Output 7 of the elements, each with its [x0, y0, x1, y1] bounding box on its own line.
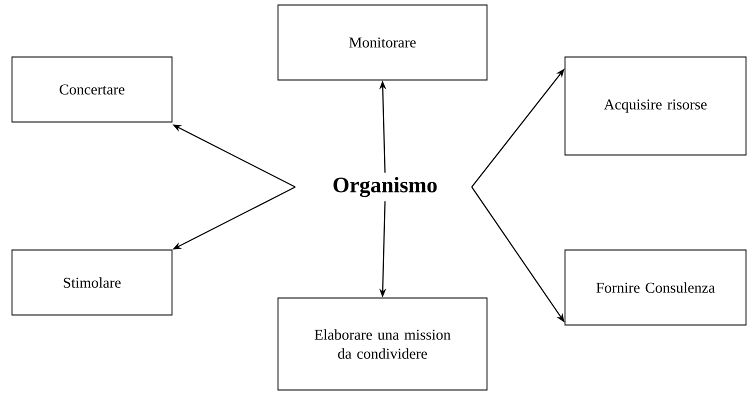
center-label: Organismo — [334, 176, 437, 198]
process-box: Concertare — [12, 56, 172, 122]
process-box: Acquisire risorse — [564, 56, 746, 156]
process-box: Elaborare una mission da condividere — [278, 298, 488, 390]
process-box: Fornire Consulenza — [564, 250, 746, 326]
process-box: Monitorare — [278, 4, 488, 80]
process-box: Stimolare — [12, 250, 172, 316]
